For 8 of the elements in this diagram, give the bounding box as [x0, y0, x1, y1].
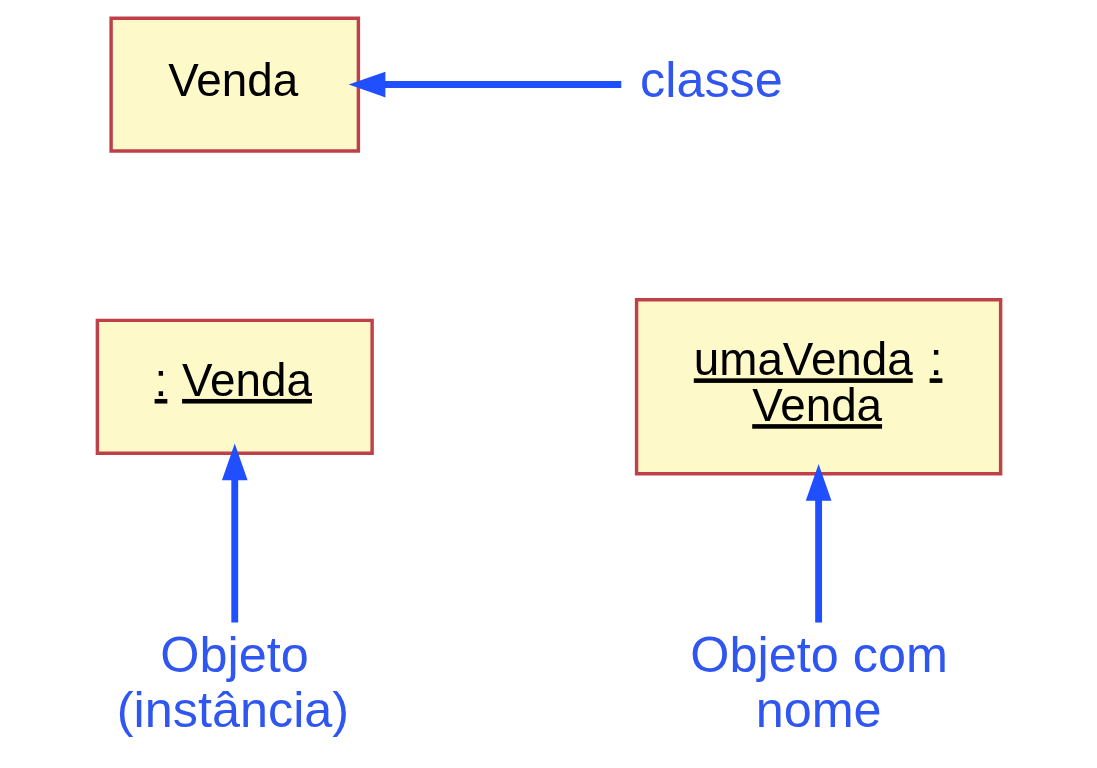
node-box: : Venda	[95, 318, 374, 455]
node-box: Venda	[108, 15, 360, 153]
node-text: Objeto com nome	[689, 625, 948, 738]
node-text: classe	[639, 50, 783, 108]
node-box: umaVenda : Venda	[634, 297, 1002, 475]
node-text: Objeto (instância)	[116, 625, 349, 738]
arrow	[805, 463, 831, 623]
arrow	[221, 443, 248, 623]
